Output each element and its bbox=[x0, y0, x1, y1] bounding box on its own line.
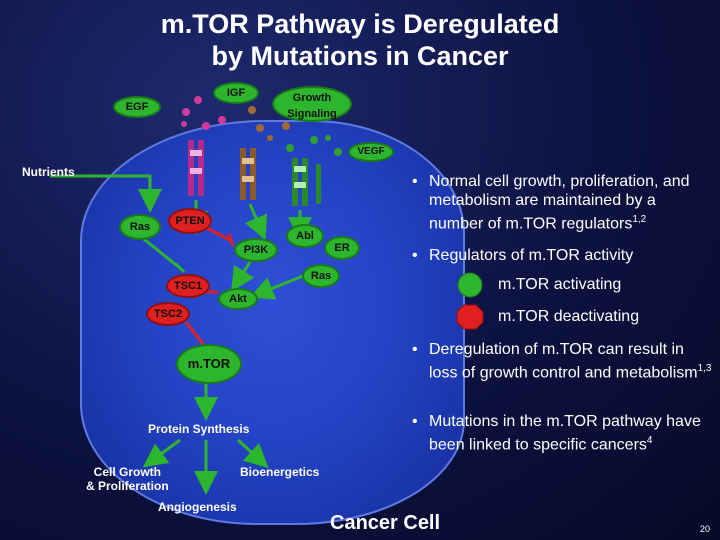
ligands-vegf bbox=[286, 135, 342, 156]
pi3k-akt-arrow bbox=[231, 261, 255, 292]
legend-activating: m.TOR activating bbox=[498, 276, 622, 293]
bullet-3-text: Deregulation of m.TOR can result in loss… bbox=[429, 341, 698, 382]
bullet-1-text: Normal cell growth, proliferation, and m… bbox=[429, 173, 690, 233]
ras-left-bar bbox=[174, 262, 186, 274]
bullet-regulators: • Regulators of m.TOR activity bbox=[412, 246, 712, 266]
pten-bar bbox=[227, 233, 235, 247]
egf-node: EGF bbox=[113, 96, 161, 118]
cell-growth-label: Cell Growth & Proliferation bbox=[86, 465, 169, 493]
bullet-4-sup: 4 bbox=[646, 435, 653, 446]
protein-cellgrowth-arrow bbox=[142, 438, 181, 468]
ras-right-node: Ras bbox=[302, 264, 340, 288]
slide-title: m.TOR Pathway is Deregulated by Mutation… bbox=[0, 8, 720, 72]
nutrients-arrow bbox=[50, 174, 162, 213]
tsc1-node: TSC1 bbox=[166, 274, 210, 298]
akt-node: Akt bbox=[218, 288, 258, 310]
vegf-node: VEGF bbox=[348, 142, 394, 162]
receptor-vegf bbox=[292, 158, 321, 206]
angiogenesis-label: Angiogenesis bbox=[158, 500, 237, 514]
bullet-mutations: • Mutations in the m.TOR pathway have be… bbox=[412, 412, 712, 472]
tsc-mtor-inhibit bbox=[184, 321, 208, 349]
activating-swatch bbox=[457, 272, 483, 298]
ras-left-node: Ras bbox=[119, 214, 161, 240]
bioenergetics-label: Bioenergetics bbox=[240, 465, 320, 479]
protein-bioenergy-arrow bbox=[236, 438, 269, 469]
bullet-4-text: Mutations in the m.TOR pathway have been… bbox=[429, 413, 701, 454]
ras-left-arrow bbox=[139, 234, 181, 270]
ligands-growth bbox=[248, 106, 290, 141]
legend-swatches bbox=[456, 272, 484, 330]
ras-right-arrow bbox=[249, 272, 309, 300]
nutrients-label: Nutrients bbox=[22, 165, 75, 179]
bullet-2-text: Regulators of m.TOR activity bbox=[429, 247, 634, 264]
bullet-dot: • bbox=[412, 413, 418, 430]
bullet-dot: • bbox=[412, 173, 418, 190]
growth-signaling-node: Growth Signaling bbox=[272, 86, 352, 122]
growth-arrow bbox=[245, 203, 268, 241]
page-number: 20 bbox=[700, 524, 711, 534]
er-node: ER bbox=[324, 236, 360, 260]
tsc2-node: TSC2 bbox=[146, 302, 190, 326]
igf-node: IGF bbox=[213, 82, 259, 104]
protein-synthesis-label: Protein Synthesis bbox=[148, 422, 250, 436]
pi3k-node: PI3K bbox=[234, 238, 278, 262]
receptor-igf bbox=[188, 140, 204, 196]
ligands-igf bbox=[181, 96, 226, 130]
title-line-1: m.TOR Pathway is Deregulated bbox=[160, 9, 560, 39]
bullet-1-sup: 1,2 bbox=[632, 214, 647, 225]
title-line-2: by Mutations in Cancer bbox=[211, 41, 509, 71]
bullet-dot: • bbox=[412, 247, 418, 264]
receptor-growth bbox=[240, 148, 256, 200]
footer-cancer-cell: Cancer Cell bbox=[330, 512, 441, 534]
abl-node: Abl bbox=[286, 224, 324, 248]
bullet-3-sup: 1,3 bbox=[697, 363, 712, 374]
legend-deactivating: m.TOR deactivating bbox=[498, 308, 640, 325]
bullet-deregulation: • Deregulation of m.TOR can result in lo… bbox=[412, 340, 712, 400]
mtor-node: m.TOR bbox=[176, 344, 242, 384]
pten-node: PTEN bbox=[168, 208, 212, 234]
deactivating-swatch bbox=[456, 304, 484, 330]
bullet-dot: • bbox=[412, 341, 418, 358]
bullet-normal-growth: • Normal cell growth, proliferation, and… bbox=[412, 172, 712, 232]
